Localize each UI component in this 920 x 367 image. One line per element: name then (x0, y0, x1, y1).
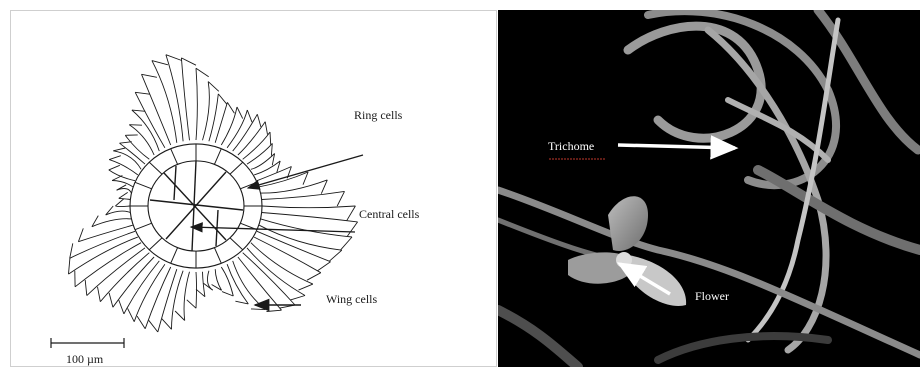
wing-cell-tip (307, 273, 321, 281)
wing-cell-tip (162, 319, 172, 330)
ring-cells-label: Ring cells (354, 108, 402, 122)
wing-cell-tip (247, 110, 252, 122)
wing-cell-wall (113, 257, 154, 307)
wing-cell-tip (175, 311, 185, 321)
wing-cell-wall (106, 211, 131, 215)
wing-cell-tip (109, 156, 121, 160)
wing-cell-tip (299, 284, 313, 290)
wing-cell-tip (128, 308, 135, 321)
wing-cell-tip (187, 300, 196, 308)
wing-cell-wall (247, 248, 305, 296)
wing-cell-wall (261, 219, 352, 237)
wing-cell-tip (115, 199, 123, 206)
wing-cell-tip (267, 310, 282, 311)
wing-cell-wall (184, 272, 189, 321)
wing-cell-tip (129, 125, 142, 126)
wing-cell-tip (317, 262, 330, 271)
wing-cell-tip (257, 114, 261, 127)
wing-cell-wall (196, 272, 197, 308)
wing-cell-tip (135, 92, 150, 94)
wing-cell-wall (92, 219, 131, 227)
wing-cell-tip (329, 250, 342, 261)
wing-cell-wall (262, 206, 355, 208)
wing-cell-tip (85, 280, 87, 296)
wing-cell-wall (69, 237, 138, 274)
wing-cell-tip (271, 143, 272, 155)
wing-cell-tip (265, 122, 267, 135)
wing-cell-wall (125, 135, 149, 159)
wing-cell-tip (347, 206, 356, 221)
wing-cell-wall (209, 94, 218, 141)
wing-cell-tip (218, 94, 227, 104)
wing-cell-tip (132, 110, 146, 111)
flower-label: Flower (695, 289, 729, 303)
wing-cell-wall (233, 114, 258, 151)
trichome-label: Trichome (548, 139, 594, 153)
wing-cell-tip (237, 107, 243, 119)
wing-cell-wall (115, 206, 130, 207)
wing-cell-wall (203, 82, 210, 141)
wing-cell-wall (129, 125, 154, 155)
wing-cell-wall (257, 167, 291, 181)
wing-cell-tip (69, 258, 70, 274)
wing-cell-wall (142, 74, 171, 145)
wing-cells-label: Wing cells (326, 292, 377, 306)
photo (498, 10, 920, 367)
wing-cell-tip (227, 102, 234, 113)
wing-cell-wall (196, 68, 197, 140)
wing-cell-tip (120, 142, 132, 144)
wing-cell-tip (196, 68, 209, 77)
wing-cell-wall (145, 267, 171, 329)
wing-cell-tip (113, 148, 125, 151)
wing-cell-wall (259, 172, 308, 187)
trichome-arrow (618, 145, 735, 148)
wing-cell-tip (149, 320, 158, 332)
wing-cell-tip (341, 237, 352, 250)
wing-cell-wall (181, 58, 189, 140)
wing-cell-wall (78, 225, 132, 242)
wing-cell-tip (137, 316, 145, 329)
wing-cell-wall (70, 231, 135, 258)
wing-cell-wall (158, 269, 177, 332)
wing-cell-wall (112, 181, 133, 187)
wing-cell-wall (247, 143, 272, 164)
wing-cell-tip (109, 165, 120, 170)
ring-cells-arrow (248, 155, 363, 188)
wing-cell-wall (119, 198, 131, 199)
trichome-strands (498, 10, 920, 367)
wing-cell-tip (119, 300, 124, 314)
scale-drawing-panel: Ring cells Central cells Wing cells 100 … (10, 10, 497, 367)
wing-cell-wall (262, 213, 358, 222)
wing-cell-tip (166, 55, 182, 61)
wing-cell-tip (270, 132, 271, 145)
wing-cell-tip (290, 296, 305, 301)
central-cells-label: Central cells (359, 207, 419, 221)
scale-drawing (11, 11, 497, 367)
wing-cell-tip (347, 222, 357, 236)
wing-cell-tip (117, 185, 127, 190)
wing-cell-wall (227, 264, 248, 304)
wing-cell-tip (142, 74, 157, 77)
wing-cell-wall (221, 107, 237, 145)
wing-cell-tip (337, 191, 344, 206)
scale-bar-label: 100 µm (66, 352, 103, 366)
wing-cell-tip (152, 61, 168, 65)
wing-cell-tip (98, 287, 101, 302)
photo-panel: Trichome Flower (498, 10, 920, 367)
wing-cell-tip (222, 292, 233, 296)
wing-cell-tip (109, 293, 113, 307)
wing-cell-tip (181, 58, 196, 65)
wing-cell-tip (208, 82, 219, 92)
wing-cell-tip (70, 243, 73, 258)
scale-bar (51, 338, 124, 348)
wing-cell-wall (243, 253, 295, 305)
wing-cell-tip (78, 228, 83, 241)
wing-cell-tip (119, 192, 128, 198)
wing-cell-tip (251, 309, 265, 310)
